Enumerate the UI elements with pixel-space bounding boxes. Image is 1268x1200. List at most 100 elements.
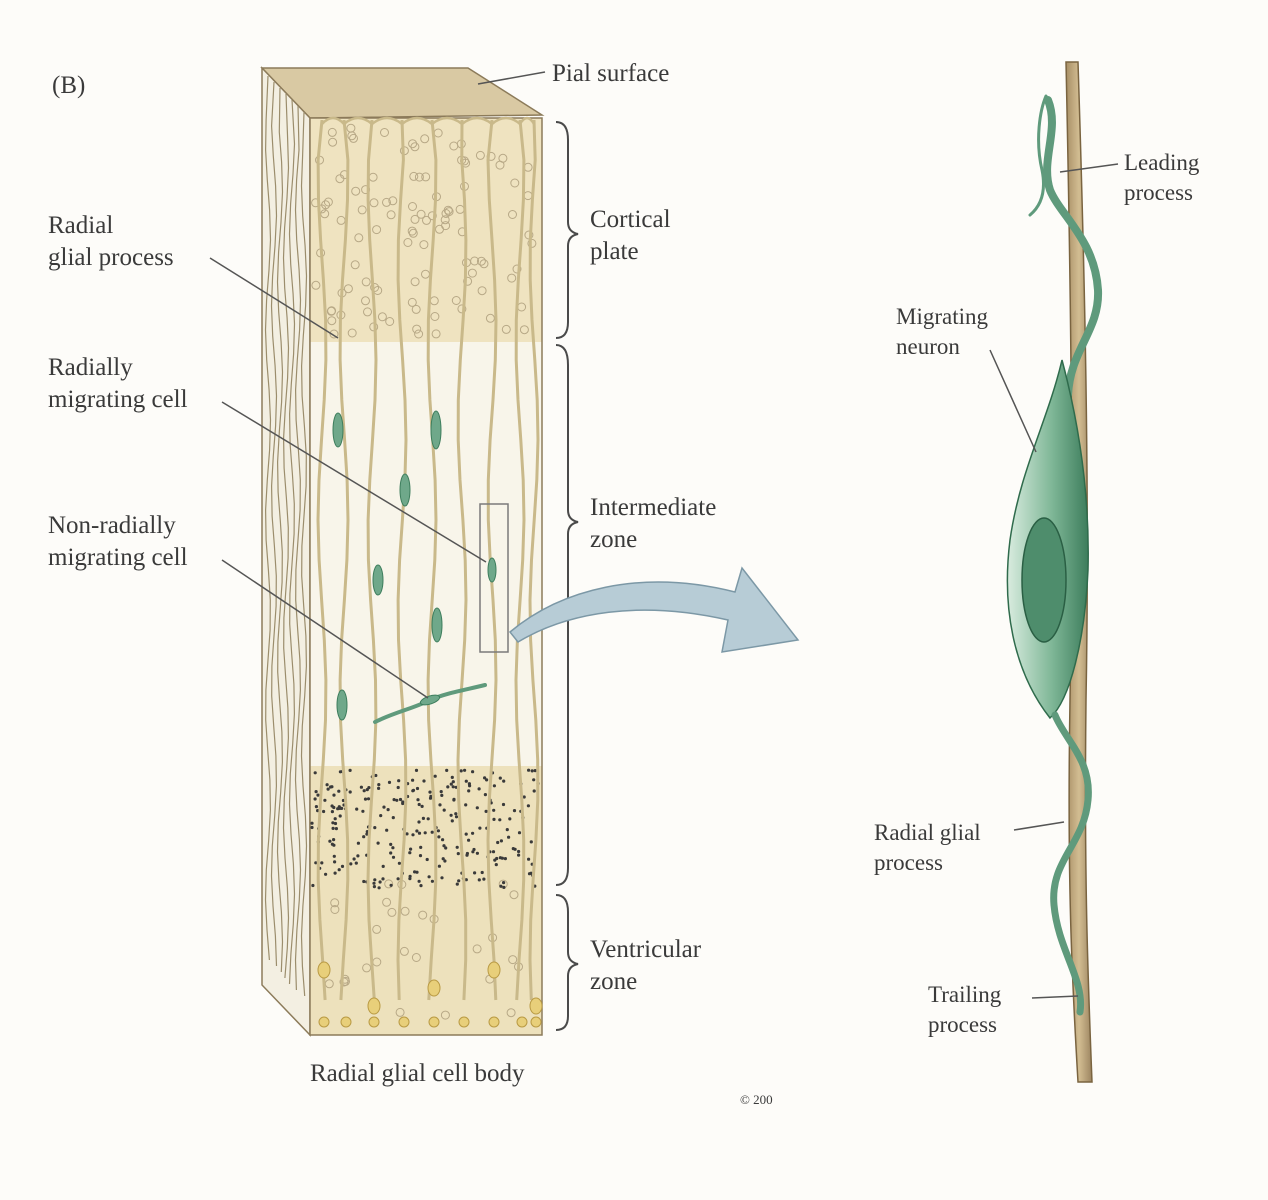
cortical-cell	[380, 128, 389, 137]
cortical-cell	[343, 284, 353, 294]
dark-dot	[483, 793, 487, 797]
leader-radial-glial-process-detail	[1013, 821, 1065, 831]
dark-dot	[499, 884, 503, 888]
dark-dot	[366, 797, 371, 801]
cortical-cell	[361, 296, 370, 306]
cortical-cell	[421, 172, 431, 182]
dark-dot	[417, 831, 422, 835]
dark-dot	[427, 875, 431, 879]
dark-dot	[376, 841, 380, 845]
dark-dot	[428, 790, 432, 794]
dark-dot	[363, 797, 368, 801]
dark-dot	[480, 870, 484, 875]
fiber-end-foot	[343, 116, 373, 125]
dark-dot	[348, 790, 352, 794]
dark-dot	[502, 881, 506, 885]
dark-dot	[526, 804, 531, 808]
dark-dot	[429, 794, 433, 799]
radial-glial-cell-body	[487, 961, 501, 979]
dark-dot	[505, 828, 509, 832]
dark-dot	[482, 877, 486, 881]
dark-dot	[439, 790, 443, 794]
dark-dot	[332, 805, 336, 810]
dark-dot	[333, 817, 337, 821]
dark-dot	[386, 808, 390, 812]
dark-dot	[340, 864, 345, 869]
dark-dot	[502, 885, 506, 890]
cortical-cell	[372, 225, 382, 235]
dark-dot	[391, 855, 396, 859]
dark-dot	[362, 835, 366, 839]
radial-glial-fiber	[528, 119, 540, 1001]
radial-glial-cell-bodies	[317, 961, 543, 1028]
dark-dot	[310, 821, 314, 825]
radial-glial-cell-body	[458, 1016, 470, 1028]
dark-dot	[512, 809, 517, 813]
fiber-end-foot	[431, 116, 463, 126]
cortical-cell	[422, 215, 431, 225]
dark-dot	[331, 826, 335, 831]
dark-dot	[373, 878, 377, 882]
cortical-cell	[351, 186, 361, 196]
cortical-cell	[444, 207, 454, 217]
dark-dot	[413, 870, 417, 874]
dark-dot	[491, 850, 496, 854]
radial-glial-cell-body	[367, 997, 381, 1015]
dark-dot	[405, 832, 409, 836]
dark-dot	[473, 871, 477, 875]
label-migrating-neuron: Migrating neuron	[896, 304, 988, 359]
dark-dot	[464, 832, 468, 836]
dark-dot	[332, 838, 336, 842]
label-non-radially-migrating-cell: Non-radially migrating cell	[48, 512, 188, 571]
dark-dot	[418, 854, 423, 858]
side-fiber	[288, 99, 296, 985]
radial-glial-fibers	[316, 116, 540, 1001]
radial-glial-fiber	[316, 119, 328, 1001]
migrating-neuron-nucleus	[1021, 517, 1067, 643]
label-ventricular-zone: Ventricular zone	[590, 936, 702, 995]
leader-lines	[209, 71, 546, 699]
cortical-cell	[385, 317, 395, 326]
dark-dot	[389, 883, 393, 887]
cortical-cell	[501, 324, 511, 334]
cortical-cell	[403, 238, 413, 247]
dark-dot	[419, 845, 423, 850]
radial-glial-cell-body	[428, 1016, 440, 1028]
dark-dot	[310, 825, 314, 830]
dark-dot	[337, 868, 341, 872]
dark-dot	[483, 776, 487, 780]
side-fiber	[300, 111, 308, 997]
dark-dot	[377, 886, 381, 890]
cortical-cell	[495, 160, 505, 170]
dark-dot	[314, 790, 318, 794]
radial-glial-cell-body	[368, 1016, 380, 1028]
dark-dot	[420, 804, 424, 809]
dark-dot	[416, 798, 420, 802]
cortical-cell	[382, 197, 391, 207]
dark-dot	[442, 844, 446, 848]
leader-leading-process	[1059, 163, 1119, 173]
dark-dot	[417, 879, 421, 883]
dark-dot	[425, 857, 429, 862]
cortical-cell-outlines	[311, 123, 537, 1020]
cortical-cell	[475, 150, 485, 160]
cortical-cell	[407, 226, 417, 236]
dark-dot	[527, 768, 531, 772]
dark-dot	[328, 839, 332, 843]
dark-dot	[333, 821, 338, 826]
dark-dot	[477, 878, 481, 882]
dark-dot	[396, 877, 400, 881]
dark-dot	[455, 845, 459, 849]
cortical-cell	[441, 221, 451, 231]
dark-dot	[382, 805, 386, 809]
cortical-cell	[354, 233, 364, 243]
dark-dot	[446, 785, 450, 789]
cortical-cell	[386, 210, 396, 220]
cortical-cell	[409, 171, 419, 181]
dark-dot	[417, 820, 421, 824]
dark-dot	[354, 861, 358, 865]
ventricular-cell	[395, 1007, 405, 1017]
cortical-cell	[414, 172, 424, 182]
dark-dot	[456, 852, 460, 856]
dark-dot	[397, 779, 401, 783]
